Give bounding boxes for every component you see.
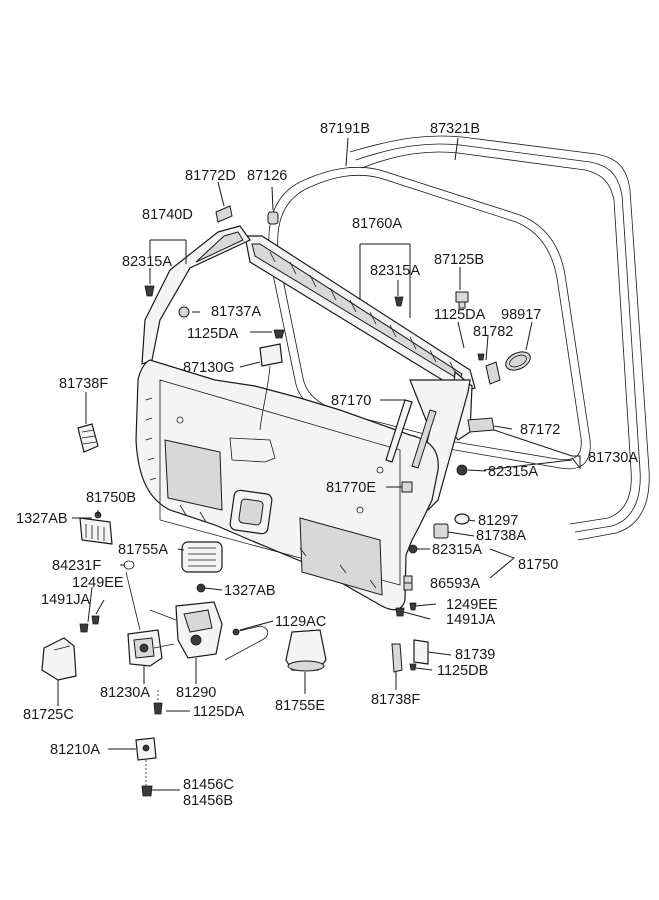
label-1125da-2: 1125DA <box>187 326 239 342</box>
label-81772d: 81772D <box>185 168 236 184</box>
label-81738f-1: 81738F <box>59 376 108 392</box>
label-1327ab-1: 1327AB <box>16 511 68 527</box>
cover-81738f-right <box>391 643 403 673</box>
part-labels: 87191B 87321B 81772D 87126 81740D 81760A… <box>16 121 638 809</box>
switch-81750b <box>79 511 113 545</box>
label-81770e: 81770E <box>326 480 376 496</box>
cover-81755e <box>285 629 327 672</box>
label-81750: 81750 <box>518 557 558 573</box>
label-81210a: 81210A <box>50 742 100 758</box>
label-87170: 87170 <box>331 393 371 409</box>
label-1327ab-2: 1327AB <box>224 583 276 599</box>
label-1491ja-1: 1491JA <box>41 592 91 608</box>
bracket-87172 <box>467 417 495 433</box>
label-82315a-3: 82315A <box>488 464 538 480</box>
label-81456c: 81456C <box>183 777 234 793</box>
screw-1491ja-left <box>91 615 100 625</box>
label-87130g: 87130G <box>183 360 235 376</box>
bolt-81456 <box>141 785 153 797</box>
clip-82315a-lower <box>408 544 418 554</box>
striker-81210a <box>135 737 157 786</box>
actuator-87130g <box>259 343 283 431</box>
handle-81755a <box>181 541 223 573</box>
label-87191b: 87191B <box>320 121 370 137</box>
bolt-1125da <box>273 329 285 339</box>
plug-98917 <box>505 351 531 371</box>
leader-lines <box>57 137 581 791</box>
label-87321b: 87321B <box>430 121 480 137</box>
label-81738f-2: 81738F <box>371 692 420 708</box>
label-1125db: 1125DB <box>437 663 488 679</box>
label-81737a: 81737A <box>211 304 261 320</box>
label-81297: 81297 <box>478 513 518 529</box>
label-87172: 87172 <box>520 422 560 438</box>
label-81755e: 81755E <box>275 698 325 714</box>
weatherstrip-87321b <box>349 135 650 541</box>
clip-82315a-top <box>394 296 404 307</box>
clip-82315a-left <box>144 285 155 297</box>
label-81230a: 81230A <box>100 685 150 701</box>
label-98917: 98917 <box>501 307 541 323</box>
bolt-1327ab <box>196 583 206 593</box>
label-81738a: 81738A <box>476 528 526 544</box>
label-1129ac: 1129AC <box>275 614 326 630</box>
label-84231f: 84231F <box>52 558 101 574</box>
label-81290: 81290 <box>176 685 216 701</box>
label-81760a: 81760A <box>352 216 402 232</box>
bolt-1125da-lower <box>153 690 163 715</box>
label-1249ee-2: 1249EE <box>446 597 498 613</box>
label-81725c: 81725C <box>23 707 74 723</box>
clip-81772d <box>215 205 233 223</box>
screw-1491ja-right <box>395 607 405 617</box>
inner-trim-81750 <box>135 359 439 611</box>
label-81456b: 81456B <box>183 793 233 809</box>
label-82315a-4: 82315A <box>432 542 482 558</box>
bracket-81782 <box>477 353 501 385</box>
rod-1129ac <box>224 625 269 661</box>
clip-81297 <box>454 513 470 525</box>
gas-strut-87170 <box>385 399 437 493</box>
bracket-81725c <box>41 637 77 681</box>
label-1249ee-1: 1249EE <box>72 575 124 591</box>
latch-81230a <box>127 629 175 667</box>
cap-81737a <box>178 306 190 318</box>
label-82315a-2: 82315A <box>370 263 420 279</box>
label-87126: 87126 <box>247 168 287 184</box>
label-87125b: 87125B <box>434 252 484 268</box>
fastener-81738a <box>433 523 449 539</box>
lock-81290 <box>149 601 223 659</box>
label-81782: 81782 <box>473 324 513 340</box>
screw-1249ee-right <box>409 602 417 611</box>
label-81730a: 81730A <box>588 450 638 466</box>
label-86593a: 86593A <box>430 576 480 592</box>
label-81740d: 81740D <box>142 207 193 223</box>
bolt-87125b <box>455 291 469 309</box>
label-81739: 81739 <box>455 647 495 663</box>
bracket-81739 <box>409 639 429 671</box>
label-81750b: 81750B <box>86 490 136 506</box>
label-1125da-1: 1125DA <box>434 307 486 323</box>
ring-84231f <box>123 560 141 631</box>
clip-82315a-right <box>456 464 468 476</box>
bumper-87126 <box>267 211 279 225</box>
bolt-1249ee-left <box>79 623 89 633</box>
label-1125da-3: 1125DA <box>193 704 245 720</box>
cover-81738f-left <box>77 423 99 453</box>
label-82315a-1: 82315A <box>122 254 172 270</box>
label-1491ja-2: 1491JA <box>446 612 496 628</box>
label-81755a: 81755A <box>118 542 168 558</box>
